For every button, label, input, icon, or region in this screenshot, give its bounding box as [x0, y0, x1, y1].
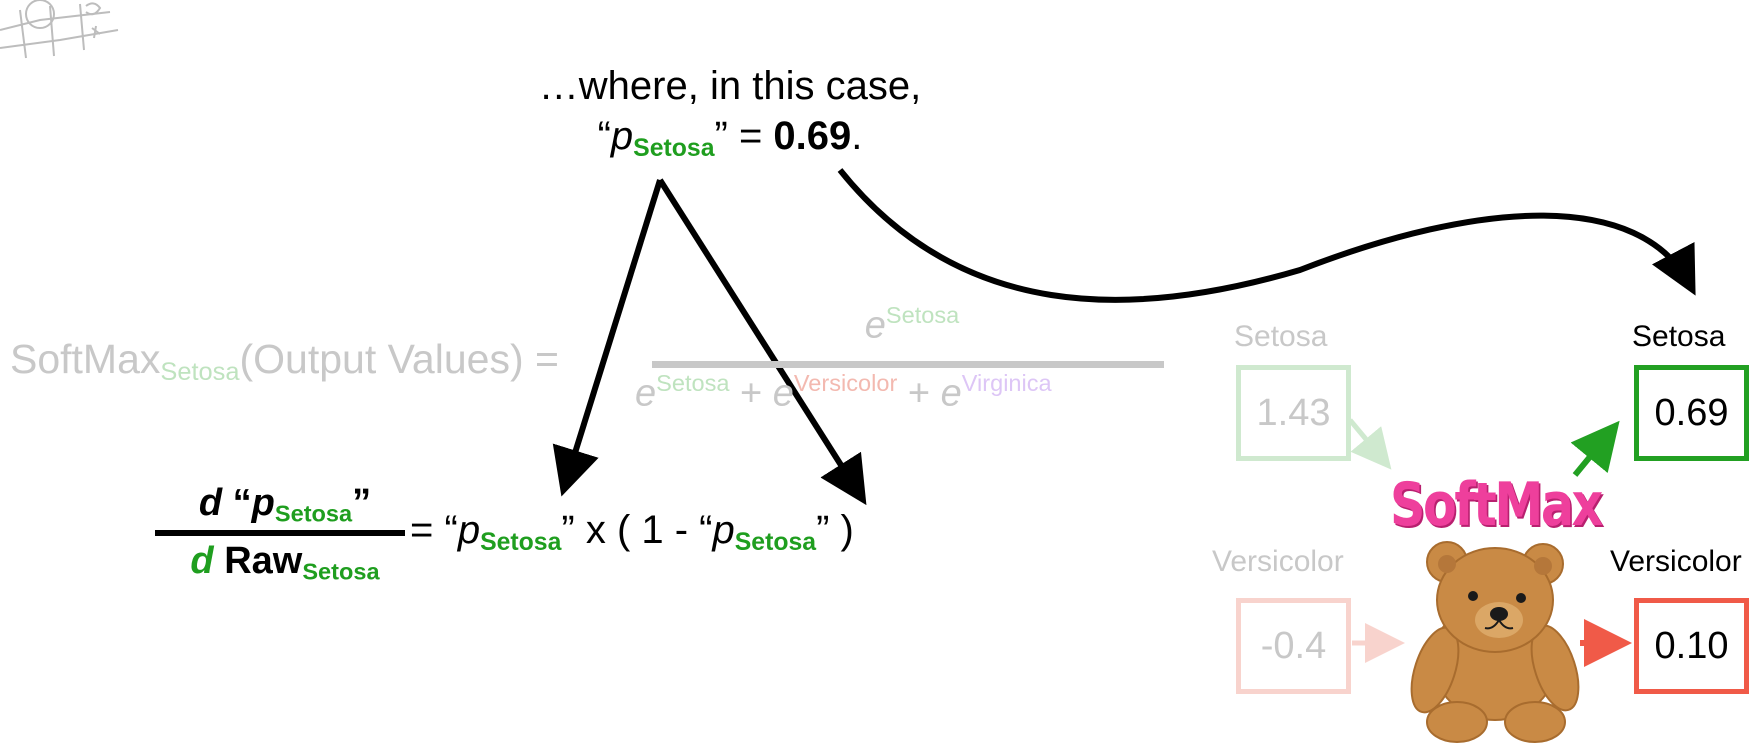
derivative-fraction-bar	[155, 530, 405, 536]
formula-denominator: eSetosa + eVersicolor + eVirginica	[635, 370, 1052, 415]
derivative-rhs: = “pSetosa” x ( 1 - “pSetosa” )	[410, 508, 854, 556]
caption-line-2: “pSetosa” = 0.69.	[597, 114, 863, 162]
derivative-numerator: d “pSetosa”	[198, 482, 372, 527]
arrow-input-setosa	[1348, 418, 1392, 470]
arrow-to-left-p	[552, 179, 663, 497]
output-value-versicolor: 0.10	[1634, 598, 1749, 694]
output-label-setosa: Setosa	[1632, 320, 1726, 353]
derivative-denominator: d RawSetosa	[190, 540, 380, 585]
input-value-setosa: 1.43	[1236, 365, 1351, 461]
softmax-badge: SoftMax	[1390, 470, 1603, 540]
formula-numerator: eSetosa	[864, 302, 960, 347]
input-label-versicolor: Versicolor	[1212, 545, 1344, 578]
curved-arrow-to-output	[837, 168, 1696, 303]
softmax-formula-lhs: SoftMaxSetosa(Output Values) =	[10, 336, 559, 387]
output-label-versicolor: Versicolor	[1610, 545, 1742, 578]
caption-line-1: …where, in this case,	[538, 64, 922, 108]
input-label-setosa: Setosa	[1234, 320, 1328, 353]
input-value-versicolor: -0.4	[1236, 598, 1351, 694]
teddy-bear-icon	[1410, 541, 1580, 743]
arrow-output-setosa	[1570, 420, 1620, 477]
arrow-to-right-p	[657, 178, 867, 506]
logo-icon	[0, 0, 119, 59]
output-value-setosa: 0.69	[1634, 365, 1749, 461]
formula-fraction-bar	[652, 361, 1164, 368]
